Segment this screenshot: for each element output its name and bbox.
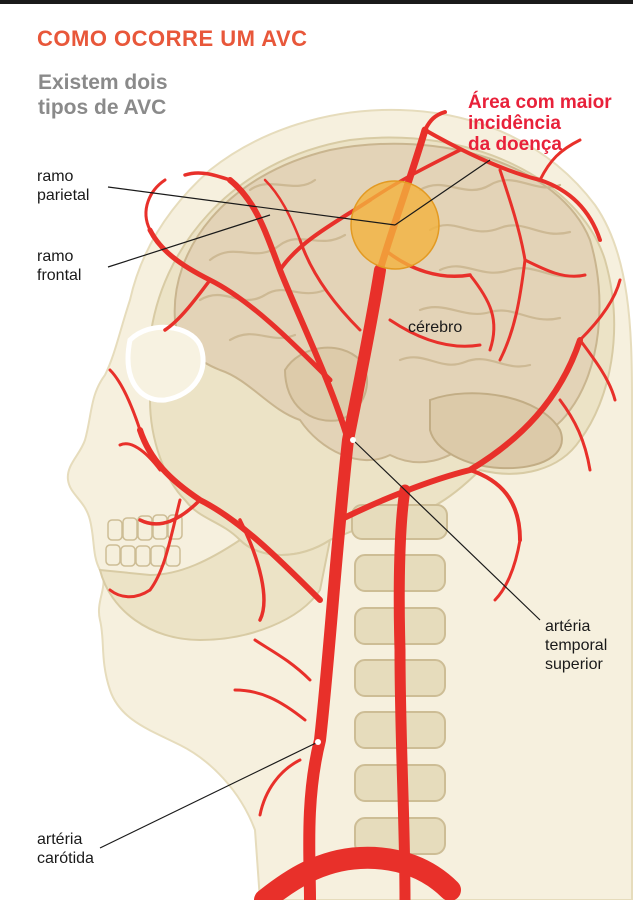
label-arteria-temporal-line-3: superior [545, 655, 607, 674]
label-cerebro: cérebro [408, 318, 462, 337]
subtitle: Existem dois tipos de AVC [38, 70, 208, 120]
label-arteria-carotida-line-2: carótida [37, 849, 94, 868]
label-arteria-temporal-line-1: artéria [545, 617, 607, 636]
eye-socket [128, 327, 203, 400]
label-ramo-parietal-line-2: parietal [37, 186, 89, 205]
label-arteria-carotida-line-1: artéria [37, 830, 94, 849]
label-ramo-frontal-line-2: frontal [37, 266, 81, 285]
label-arteria-temporal-superior: artéria temporal superior [545, 617, 607, 674]
label-arteria-temporal-line-2: temporal [545, 636, 607, 655]
label-area-line-2: incidência [468, 113, 612, 134]
label-ramo-frontal-line-1: ramo [37, 247, 81, 266]
carotid-dot [315, 739, 321, 745]
label-area-maior-incidencia: Área com maior incidência da doença [468, 92, 612, 155]
label-ramo-parietal-line-1: ramo [37, 167, 89, 186]
label-area-line-3: da doença [468, 134, 612, 155]
page-title: COMO OCORRE UM AVC [37, 26, 308, 52]
label-ramo-parietal: ramo parietal [37, 167, 89, 205]
temporal-dot [350, 437, 356, 443]
label-ramo-frontal: ramo frontal [37, 247, 81, 285]
label-arteria-carotida: artéria carótida [37, 830, 94, 868]
label-area-line-1: Área com maior [468, 92, 612, 113]
